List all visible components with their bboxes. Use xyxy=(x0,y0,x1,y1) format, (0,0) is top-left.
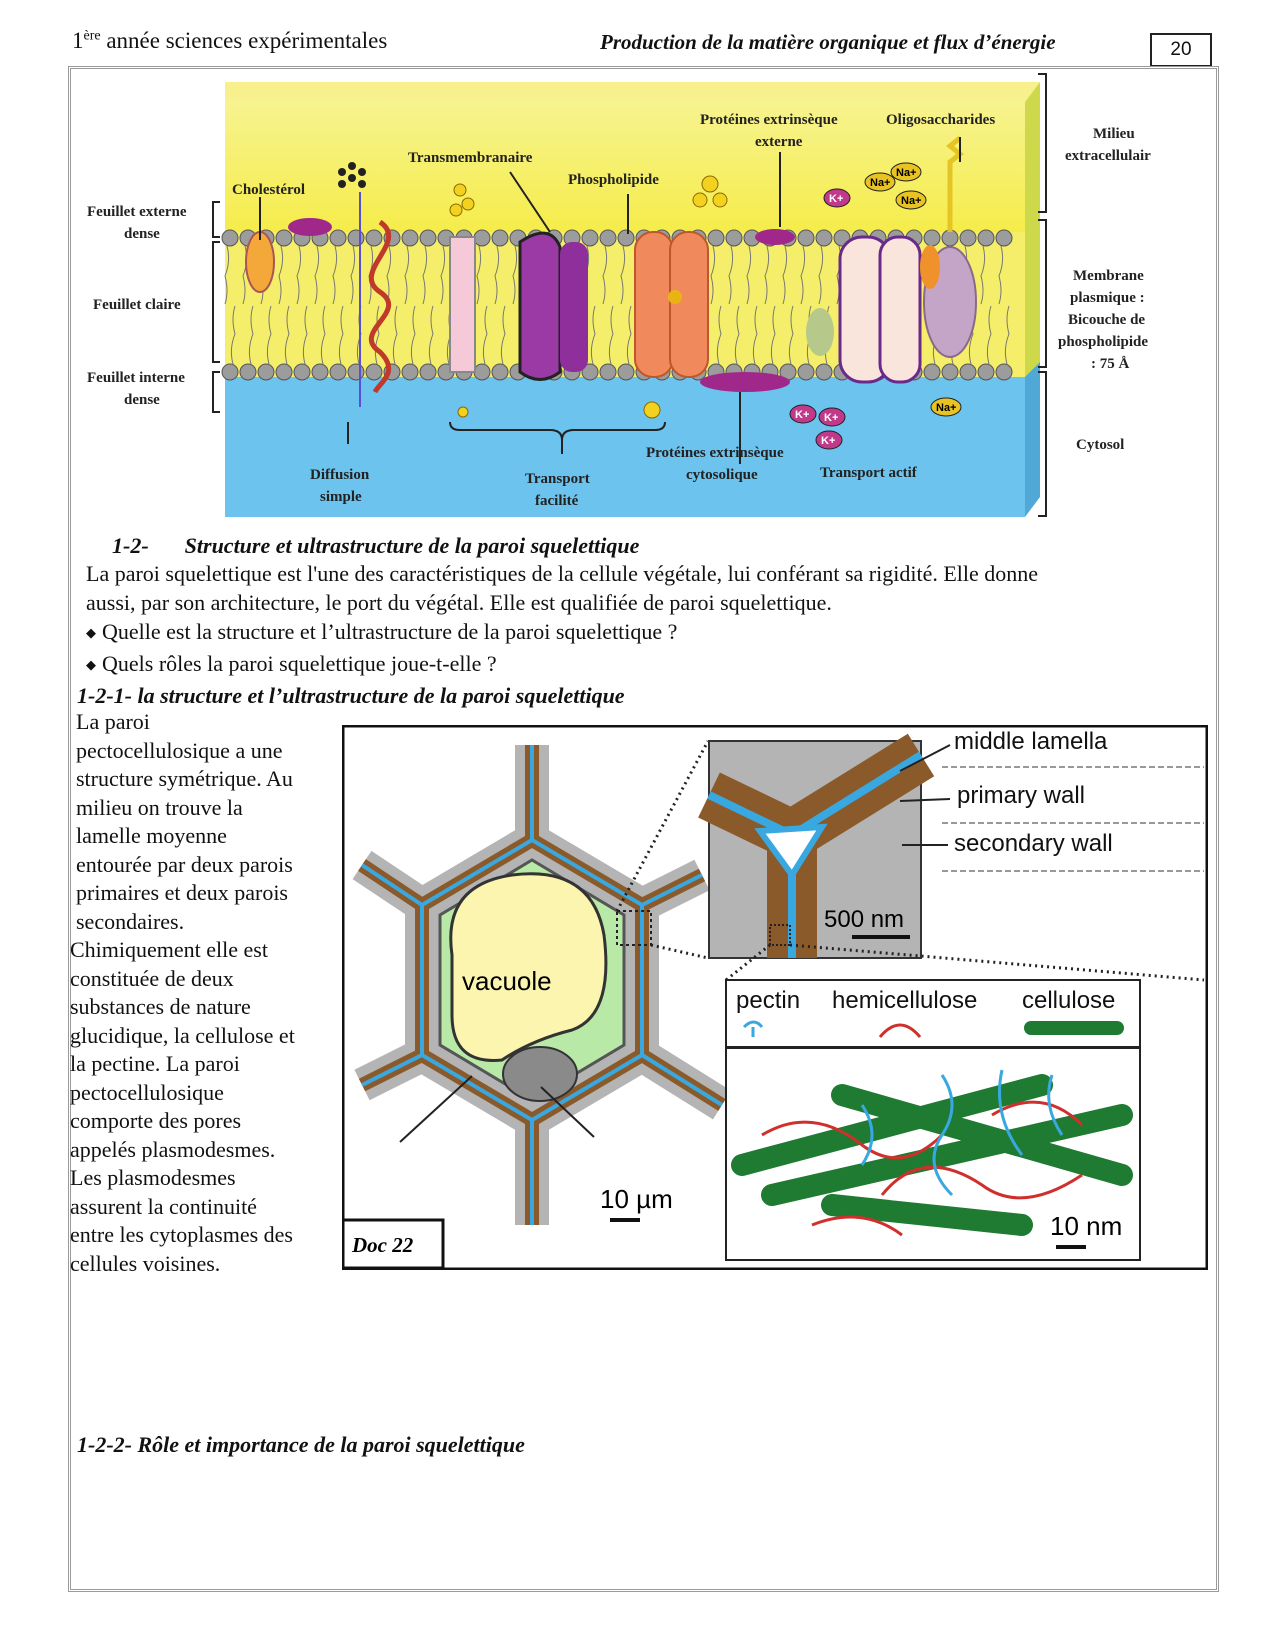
side-text-line: cellules voisines. xyxy=(70,1250,221,1276)
side-text-line: Les plasmodesmes xyxy=(70,1165,236,1190)
svg-text:Na+: Na+ xyxy=(901,195,922,207)
label-milieu-extracellulaire: Milieu xyxy=(1093,126,1135,142)
side-text-line: pectocellulosique a une xyxy=(76,737,283,763)
extracellular-top-face xyxy=(225,82,1040,102)
channel-protein xyxy=(449,236,476,373)
transmembrane-coil xyxy=(369,219,392,394)
section-1-2-1-text: La paroi pectocellulosique a une structure… xyxy=(70,708,338,1278)
svg-text:dense: dense xyxy=(124,392,160,408)
label-secondary-wall: secondary wall xyxy=(954,830,1113,857)
svg-text:K+: K+ xyxy=(829,193,843,205)
label-diffusion-simple: Diffusion xyxy=(310,467,370,483)
legend-hemicellulose: hemicellulose xyxy=(832,987,977,1014)
label-feuillet-interne: Feuillet interne xyxy=(87,370,185,386)
doc22-label: Doc 22 xyxy=(351,1233,414,1257)
svg-text:phospholipide: phospholipide xyxy=(1058,334,1148,350)
doc22-figure: vacuole 10 µm 500 nm middle lamella prim… xyxy=(342,725,1208,1270)
header-level: 1ère année sciences expérimentales xyxy=(72,28,388,53)
side-text-line: secondaires. xyxy=(76,908,185,934)
svg-text:Na+: Na+ xyxy=(936,402,957,414)
membrane-diagram: K+ Na+ Na+ Na+ K+ K+ K+ Na+ xyxy=(87,73,1151,517)
extrinsic-cytosolic-protein xyxy=(700,372,790,392)
transmembrane-protein xyxy=(518,231,562,381)
side-text-line: constituée de deux xyxy=(70,965,234,991)
svg-text:extracellulair: extracellulair xyxy=(1065,148,1151,164)
label-primary-wall: primary wall xyxy=(957,782,1085,809)
side-text-line: pectocellulosique xyxy=(70,1079,224,1105)
glycolipid-shape xyxy=(288,218,332,236)
scale-fibril: 10 nm xyxy=(1050,1211,1122,1241)
svg-text:: 75 Å: : 75 Å xyxy=(1091,356,1129,372)
side-text-line: entourée par deux parois xyxy=(76,851,293,877)
side-text-line: La paroi xyxy=(76,709,150,734)
label-proteines-externe: Protéines extrinsèque xyxy=(700,112,838,128)
page-number: 20 xyxy=(1150,33,1212,67)
svg-text:plasmique :: plasmique : xyxy=(1070,290,1145,306)
label-cytosol: Cytosol xyxy=(1076,437,1124,453)
section-1-2-1-heading: 1-2-1- la structure et l’ultrastructure … xyxy=(77,683,625,708)
fibril-legend xyxy=(725,979,1141,1048)
side-text-line: lamelle moyenne xyxy=(76,823,227,848)
svg-text:cytosolique: cytosolique xyxy=(686,467,758,483)
label-middle-lamella: middle lamella xyxy=(954,728,1108,755)
svg-text:dense: dense xyxy=(124,226,160,242)
svg-text:externe: externe xyxy=(755,134,803,150)
side-text-line: substances de nature xyxy=(70,994,251,1019)
section-1-2-heading: 1-2-Structure et ultrastructure de la pa… xyxy=(112,533,640,558)
svg-text:Bicouche de: Bicouche de xyxy=(1068,312,1145,328)
header-chapter-title: Production de la matière organique et fl… xyxy=(600,30,1056,54)
svg-text:K+: K+ xyxy=(824,412,838,424)
scale-wall: 500 nm xyxy=(824,906,904,933)
carrier-protein xyxy=(634,231,674,378)
label-feuillet-claire: Feuillet claire xyxy=(93,297,181,313)
side-text-line: Chimiquement elle est xyxy=(70,937,268,962)
cell-walls xyxy=(352,745,732,1225)
side-text-line: entre les cytoplasmes des xyxy=(70,1222,293,1247)
label-phospholipide: Phospholipide xyxy=(568,172,659,188)
svg-text:K+: K+ xyxy=(821,435,835,447)
vacuole-label: vacuole xyxy=(462,966,552,996)
label-oligosaccharides: Oligosaccharides xyxy=(886,112,995,128)
question-1: Quelle est la structure et l’ultrastruct… xyxy=(86,617,1206,649)
side-text-line: comporte des pores xyxy=(70,1108,242,1133)
svg-text:facilité: facilité xyxy=(535,493,579,509)
label-feuillet-externe: Feuillet externe xyxy=(87,204,187,220)
question-2: Quels rôles la paroi squelettique joue-t… xyxy=(86,649,1206,681)
vacuole-shape xyxy=(449,872,608,1062)
side-text-line: assurent la continuité xyxy=(70,1193,257,1219)
nucleus-shape xyxy=(502,1046,578,1102)
legend-pectin: pectin xyxy=(736,987,800,1014)
label-transport-facilite: Transport xyxy=(525,471,590,487)
side-text-line: primaires et deux parois xyxy=(76,880,288,905)
svg-text:K+: K+ xyxy=(795,409,809,421)
section-1-2-paragraph: La paroi squelettique est l'une des cara… xyxy=(86,559,1206,681)
cholesterol-shape xyxy=(245,231,275,293)
section-1-2-2-heading: 1-2-2- Rôle et importance de la paroi sq… xyxy=(77,1432,525,1457)
label-membrane-plasmique: Membrane xyxy=(1073,268,1144,284)
scale-cell: 10 µm xyxy=(600,1184,673,1214)
label-cholesterol: Cholestérol xyxy=(232,182,305,198)
label-transport-actif: Transport actif xyxy=(820,465,918,481)
svg-text:Na+: Na+ xyxy=(870,177,891,189)
side-text-line: la pectine. La paroi xyxy=(70,1051,240,1076)
page-frame xyxy=(68,66,1219,1592)
side-text-line: milieu on trouve la xyxy=(76,794,243,820)
svg-text:Na+: Na+ xyxy=(896,167,917,179)
label-proteines-cytosolique: Protéines extrinsèque xyxy=(646,445,784,461)
cytosol-area xyxy=(225,377,1025,517)
svg-text:simple: simple xyxy=(320,489,362,505)
label-transmembranaire: Transmembranaire xyxy=(408,150,533,166)
side-text-line: appelés plasmodesmes. xyxy=(70,1136,276,1162)
legend-cellulose: cellulose xyxy=(1022,987,1115,1014)
side-text-line: glucidique, la cellulose et xyxy=(70,1022,295,1048)
side-text-line: structure symétrique. Au xyxy=(76,766,293,791)
